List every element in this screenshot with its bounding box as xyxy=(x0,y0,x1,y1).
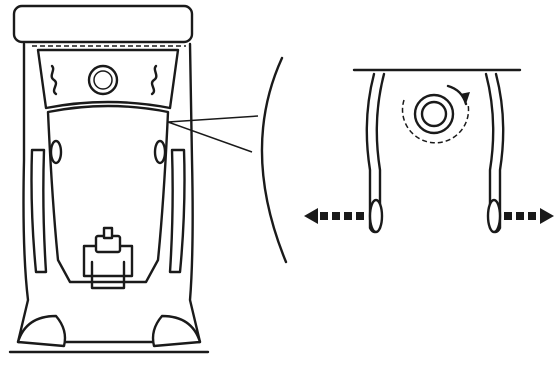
holder-knob xyxy=(104,228,112,238)
device-knob xyxy=(89,66,117,94)
right-foot xyxy=(153,316,200,346)
arrow-right-dash-3 xyxy=(528,212,536,220)
arrow-left-icon xyxy=(304,208,364,224)
knob-outer xyxy=(415,95,453,133)
arrow-right-icon xyxy=(504,208,554,224)
arrow-right-head xyxy=(540,208,554,224)
left-foot xyxy=(18,316,65,346)
arrow-left-dash-2 xyxy=(332,212,340,220)
device-overview xyxy=(10,6,258,352)
detail-view xyxy=(262,58,554,262)
left-arm-pad xyxy=(370,200,382,232)
leader-line-upper xyxy=(168,116,258,122)
knob-inner xyxy=(422,102,446,126)
left-clip xyxy=(52,66,56,94)
right-side-guide xyxy=(170,150,185,272)
rotation-arrowhead xyxy=(460,92,470,104)
arrow-right-dash-2 xyxy=(516,212,524,220)
arrow-left-dash-1 xyxy=(320,212,328,220)
device-top-cap xyxy=(14,6,192,42)
rotation-dashed-arc xyxy=(403,100,469,143)
right-clip xyxy=(152,66,156,94)
rotation-knob-icon xyxy=(403,86,470,143)
right-arm-pad xyxy=(488,200,500,232)
leader-line-lower xyxy=(168,122,252,152)
arrow-left-dash-4 xyxy=(356,212,364,220)
arrow-left-head xyxy=(304,208,318,224)
right-pad xyxy=(155,141,165,163)
magnifier-arc xyxy=(262,58,286,262)
arrow-right-dash-1 xyxy=(504,212,512,220)
left-pad xyxy=(51,141,61,163)
left-side-guide xyxy=(32,150,47,272)
arrow-left-dash-3 xyxy=(344,212,352,220)
